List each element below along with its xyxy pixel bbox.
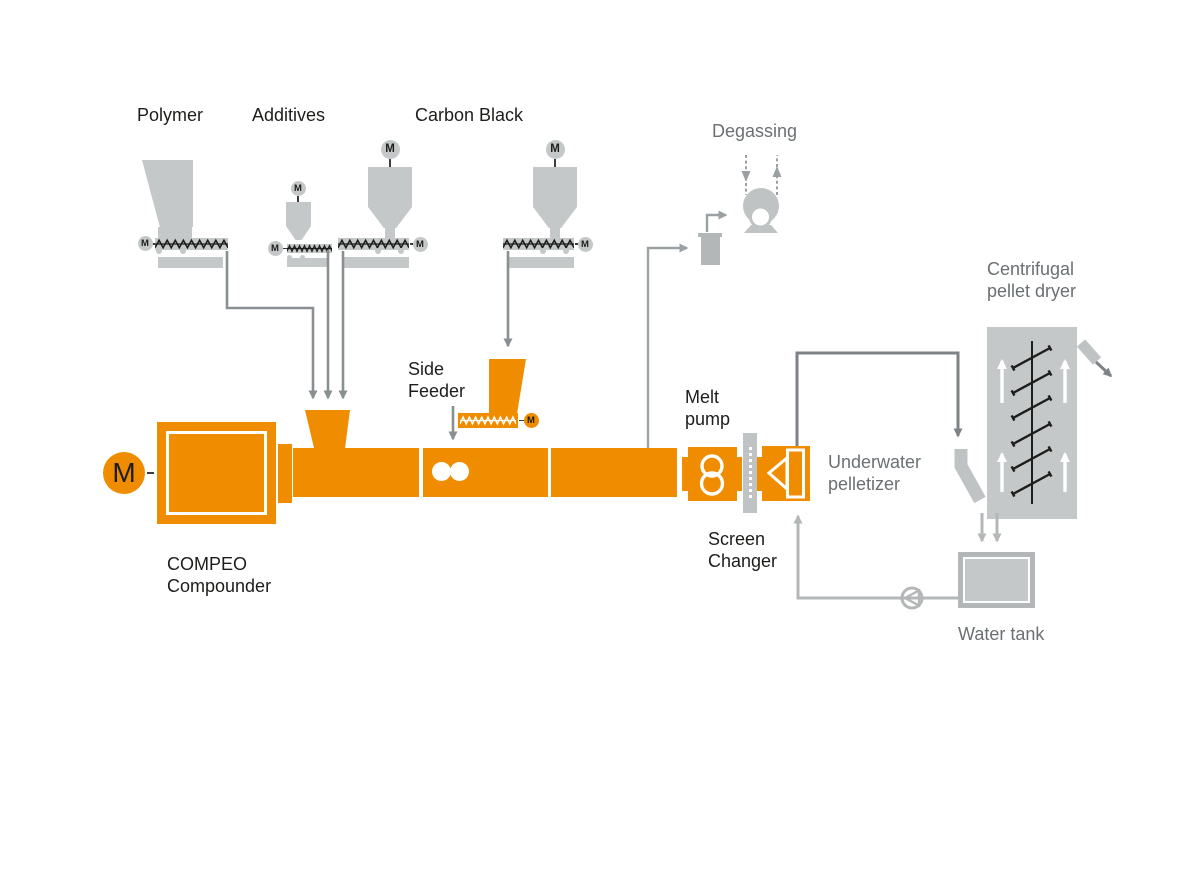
wheel-icon xyxy=(540,248,546,254)
motor-icon: M xyxy=(577,236,593,252)
motor-stem xyxy=(297,196,299,202)
label-water-tank: Water tank xyxy=(958,624,1045,644)
screw-icon xyxy=(338,238,409,250)
wheel-icon xyxy=(299,255,305,260)
shaft-dash xyxy=(409,243,414,245)
polymer-hopper-neck xyxy=(158,227,192,238)
motor-icon: M xyxy=(137,235,153,251)
gearbox-frame xyxy=(166,431,267,515)
condenser-lid xyxy=(698,233,722,237)
cb1-neck xyxy=(385,228,395,238)
polymer-feed-line xyxy=(225,251,318,400)
water-pump-icon xyxy=(900,586,924,610)
wheel-icon xyxy=(398,248,404,254)
pellet-transport-line xyxy=(795,351,963,446)
label-carbon-black: Carbon Black xyxy=(415,105,524,125)
additives-discharge-box xyxy=(287,258,327,267)
polymer-discharge-box xyxy=(158,257,223,268)
label-degassing: Degassing xyxy=(712,121,798,141)
barrel-connector xyxy=(278,444,292,503)
shaft-dash xyxy=(283,247,287,250)
shaft-dash xyxy=(574,243,579,245)
water-tank-inner xyxy=(963,557,1030,603)
twin-screw-port-icon xyxy=(449,461,469,481)
label-screen-changer: Screen Changer xyxy=(708,529,778,571)
label-underwater-pelletizer: Underwater pelletizer xyxy=(828,452,922,494)
dryer-outlet-chute xyxy=(1076,339,1102,365)
motor-stem xyxy=(389,159,391,167)
motor-icon: M xyxy=(380,139,400,159)
wheel-icon xyxy=(375,248,381,254)
dryer-paddles xyxy=(1010,344,1053,498)
motor-icon: M xyxy=(523,413,539,428)
condenser xyxy=(701,237,720,265)
label-polymer: Polymer xyxy=(137,105,204,125)
barrel-section xyxy=(293,448,419,497)
screen-changer-slots xyxy=(748,447,752,501)
label-pellet-dryer: Centrifugal pellet dryer xyxy=(987,259,1077,301)
vacuum-pump-icon xyxy=(741,155,782,233)
twin-screw-port-icon xyxy=(431,461,451,481)
main-motor-icon: M xyxy=(103,452,145,494)
gearbox xyxy=(157,422,276,524)
shaft-dash xyxy=(519,419,524,422)
flange-connector xyxy=(682,457,688,491)
flange-connector xyxy=(737,457,742,491)
cb2-neck xyxy=(550,228,560,238)
screen-changer xyxy=(743,433,757,513)
cb1-discharge-box xyxy=(344,257,409,268)
motor-stem xyxy=(554,159,556,167)
flange-connector xyxy=(757,457,762,491)
screw-icon xyxy=(287,244,332,253)
motor-icon: M xyxy=(545,139,565,159)
motor-coupling-dash xyxy=(147,471,154,474)
cb2-hopper xyxy=(533,167,577,207)
degassing-vent-line xyxy=(646,243,689,448)
wheel-icon xyxy=(286,255,292,260)
label-melt-pump: Melt pump xyxy=(685,387,731,429)
label-side-feeder: Side Feeder xyxy=(408,359,466,401)
pellet-outlet-arrow xyxy=(1094,360,1113,378)
additives-hopper xyxy=(286,202,311,226)
cb2-discharge-box xyxy=(509,257,574,268)
label-additives: Additives xyxy=(252,105,326,125)
melt-pump-gears-icon xyxy=(699,454,725,496)
main-feed-hopper xyxy=(305,410,350,448)
motor-icon: M xyxy=(412,236,428,252)
water-return-line xyxy=(793,514,958,600)
dryer-inlet-chute xyxy=(954,449,986,504)
motor-icon: M xyxy=(290,181,306,196)
pelletizer-cutter-icon xyxy=(766,448,805,499)
screw-icon xyxy=(155,238,228,250)
airflow-up-arrows xyxy=(997,359,1070,492)
wheel-icon xyxy=(156,248,162,254)
label-compeo-compounder: COMPEO Compounder xyxy=(167,554,272,596)
barrel-section xyxy=(551,448,677,497)
screw-icon xyxy=(503,238,574,250)
wheel-icon xyxy=(180,248,186,254)
motor-icon: M xyxy=(267,240,283,256)
shaft-dash xyxy=(150,243,155,245)
wheel-icon xyxy=(563,248,569,254)
condenser-to-pump-line xyxy=(705,210,728,232)
cb1-hopper xyxy=(368,167,412,207)
screw-icon xyxy=(460,415,516,426)
dryer-internals-icon xyxy=(997,341,1070,504)
